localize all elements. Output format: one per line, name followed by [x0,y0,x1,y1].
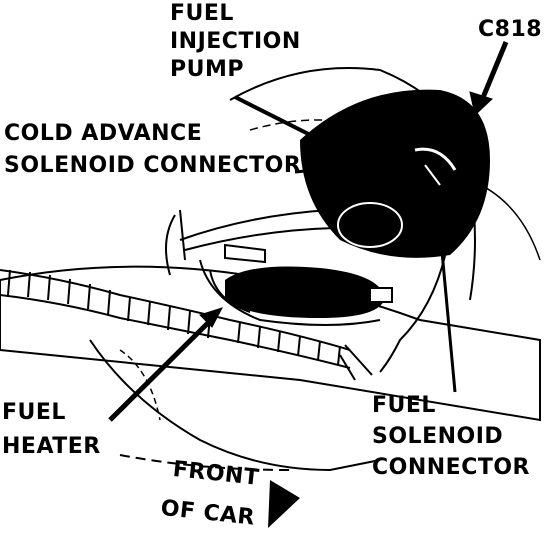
leader-lines [108,41,509,422]
label-cold-advance-solenoid-connector: COLD ADVANCE SOLENOID CONNECTOR [4,121,302,178]
wiring-harness [0,269,351,369]
lower-housing-outline [89,339,381,472]
label-fuel-injection-pump: FUEL INJECTION PUMP [170,1,301,82]
label-fuel-heater: FUEL HEATER [2,400,101,459]
front-of-car-arrow [268,480,300,528]
fuel-heater [225,266,385,318]
mounting-plate [0,265,541,422]
label-connector-c818: C818 [478,17,543,42]
label-front-of-car: FRONT OF CAR [159,456,261,531]
label-fuel-solenoid-connector: FUEL SOLENOID CONNECTOR [372,393,530,480]
